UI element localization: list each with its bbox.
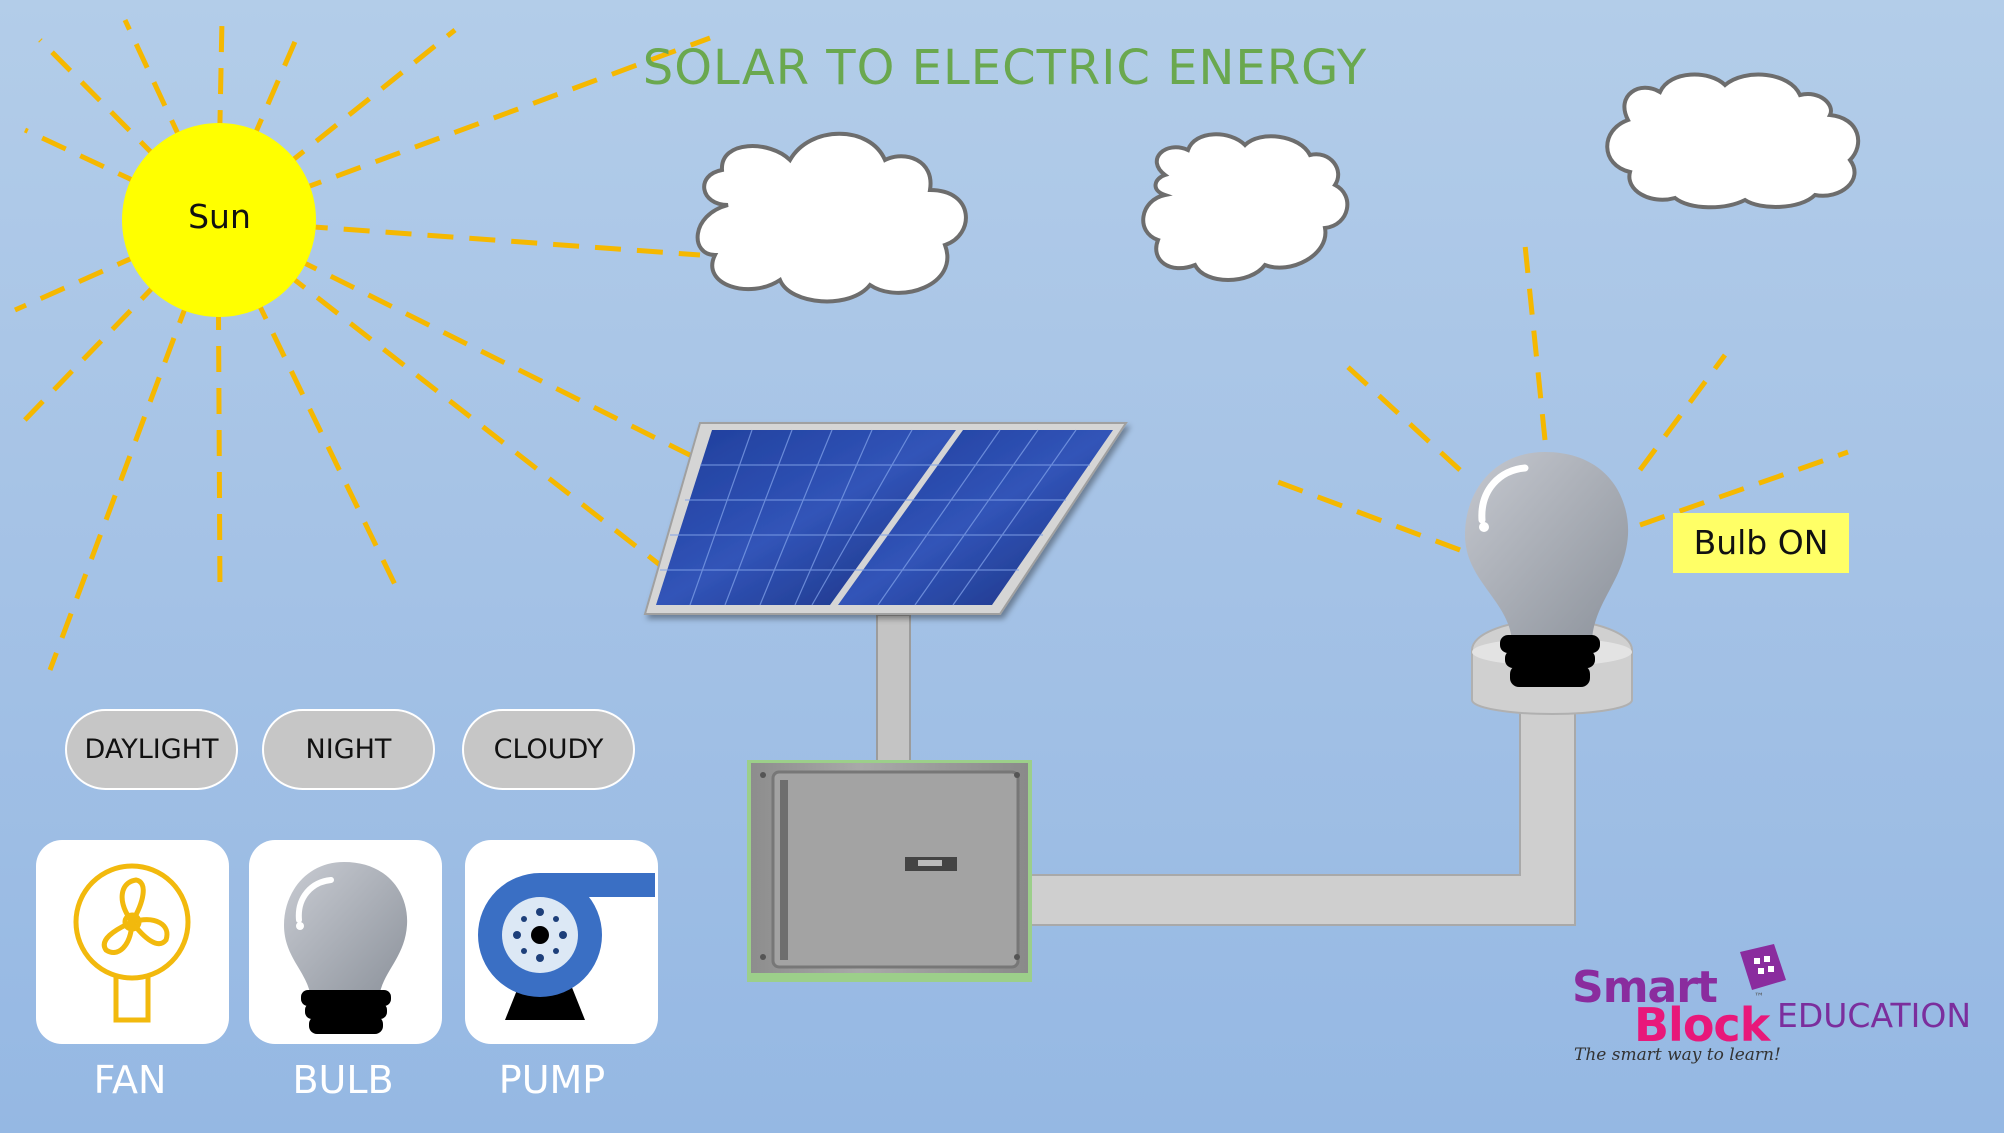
cloud: [1605, 72, 1861, 210]
night-button[interactable]: NIGHT: [262, 709, 435, 790]
control-box: [747, 760, 1032, 982]
solar-panel: [643, 422, 1128, 615]
pump-icon: [478, 873, 655, 1020]
logo-trademark: ™: [1754, 992, 1764, 1003]
bulb-label: BULB: [292, 1058, 394, 1102]
logo-tagline: The smart way to learn!: [1574, 1045, 1781, 1065]
pump-card[interactable]: [465, 840, 658, 1044]
panel-pole: [876, 614, 911, 766]
fan-label: FAN: [93, 1058, 167, 1102]
bulb-icon: [284, 862, 408, 1034]
logo-word-smart: Smart: [1572, 962, 1718, 1013]
conduit: [1029, 699, 1576, 926]
fan-card[interactable]: [36, 840, 229, 1044]
pump-label: PUMP: [498, 1058, 606, 1102]
sun-rays: [13, 18, 752, 671]
page-title: SOLAR TO ELECTRIC ENERGY: [642, 40, 1368, 96]
logo-word-block: Block: [1634, 998, 1770, 1052]
bulb-card[interactable]: [249, 840, 442, 1044]
daylight-button[interactable]: DAYLIGHT: [65, 709, 238, 790]
logo-education: EDUCATION: [1777, 996, 1972, 1035]
sun-label: Sun: [188, 197, 251, 236]
logo-cube-icon: [1740, 944, 1786, 990]
sun: [122, 123, 316, 317]
bulb-status-label: Bulb ON: [1673, 513, 1849, 573]
cloud: [695, 131, 968, 304]
bulb-rays: [1277, 244, 1849, 553]
cloudy-button[interactable]: CLOUDY: [462, 709, 635, 790]
fan-icon: [73, 863, 191, 1023]
smartblock-logo: Smart Block ™ EDUCATION The smart way to…: [1572, 940, 1972, 1070]
lit-bulb: [1465, 452, 1633, 715]
cloud: [1141, 132, 1350, 282]
